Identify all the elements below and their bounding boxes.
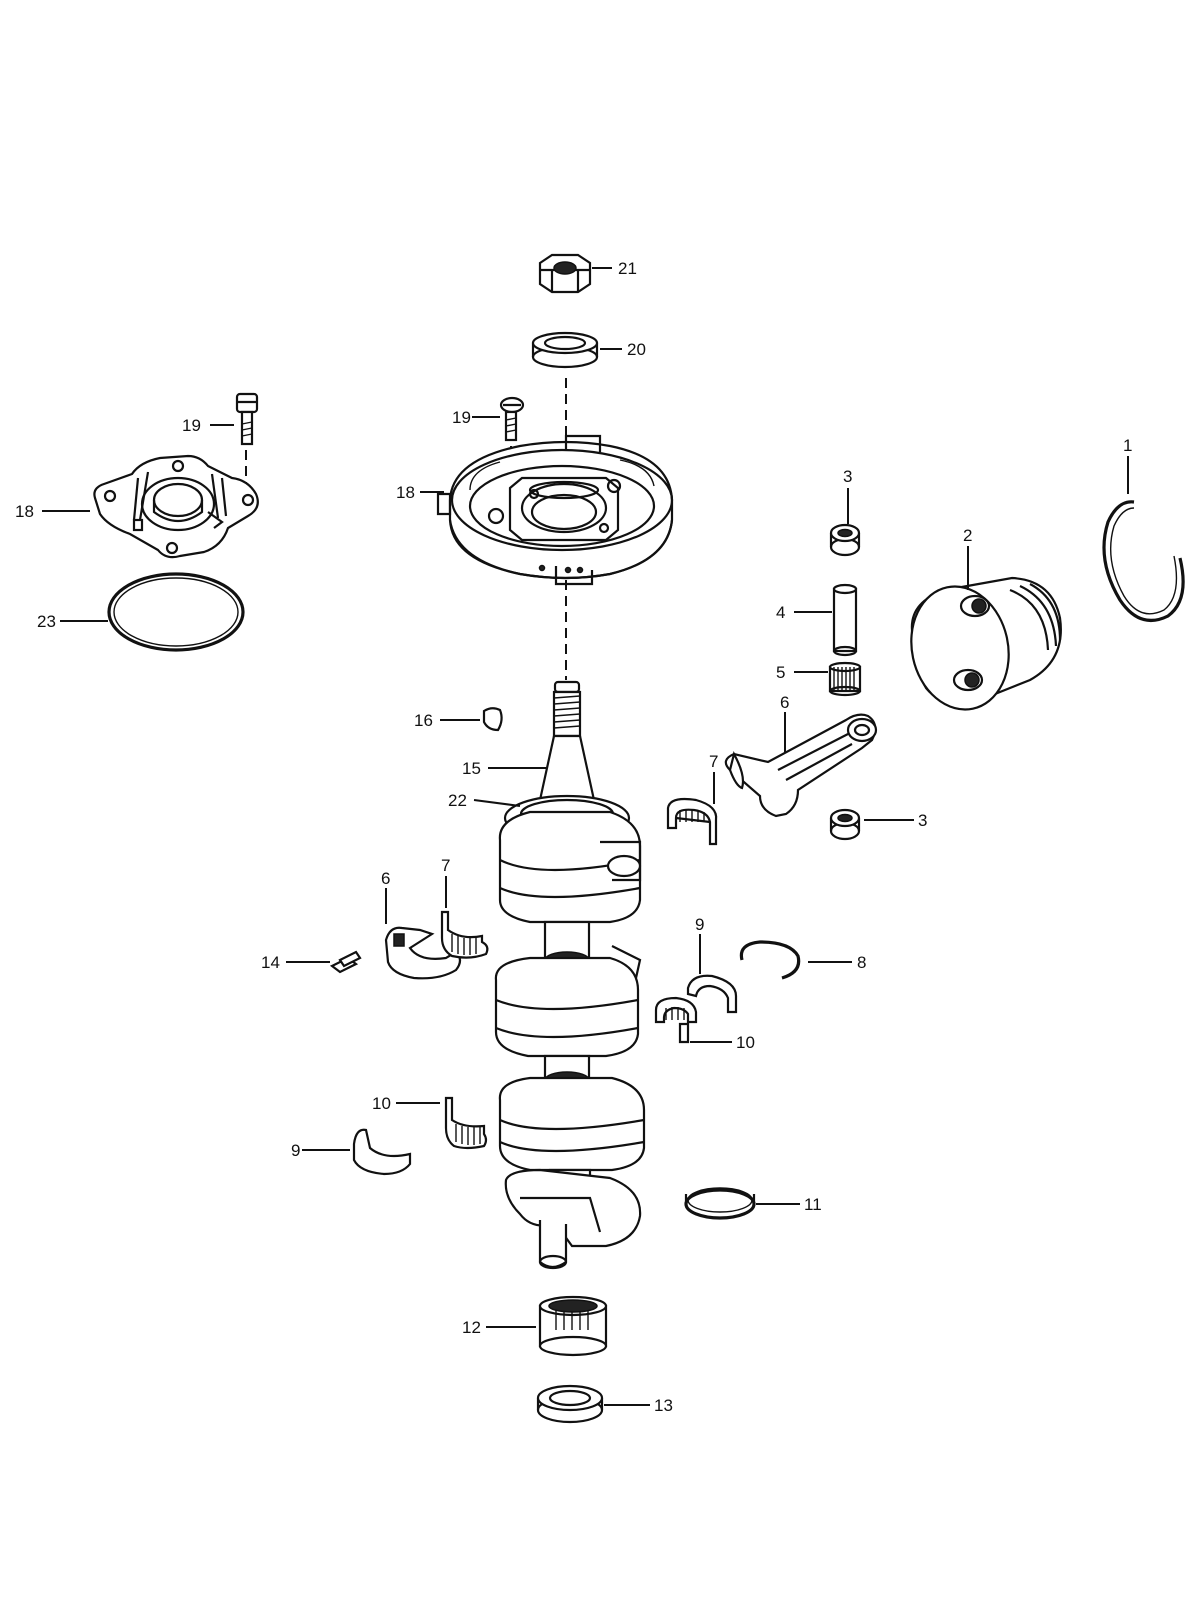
callout-7-left: 7 bbox=[441, 856, 450, 875]
seal-ring-part-11 bbox=[684, 1187, 756, 1220]
seal-part-13 bbox=[536, 1384, 604, 1424]
race-half-part-9-left bbox=[352, 1128, 412, 1176]
race-half-part-9-right bbox=[686, 974, 738, 1014]
leader-lines bbox=[42, 267, 1129, 1406]
retainer-part-3-lower bbox=[829, 808, 861, 841]
roller-bearing-part-12 bbox=[538, 1295, 608, 1357]
callout-18-center: 18 bbox=[396, 483, 415, 502]
callout-16: 16 bbox=[414, 711, 433, 730]
callout-19-center: 19 bbox=[452, 408, 471, 427]
callout-9-left: 9 bbox=[291, 1141, 300, 1160]
woodruff-key-part-16 bbox=[482, 707, 503, 732]
callout-15: 15 bbox=[462, 759, 481, 778]
bearing-half-part-7-left bbox=[440, 910, 489, 959]
bearing-half-part-7-right bbox=[666, 797, 718, 846]
callout-9-right: 9 bbox=[695, 915, 704, 934]
callout-10-left: 10 bbox=[372, 1094, 391, 1113]
stator-plate-part-18-center bbox=[436, 434, 674, 586]
callout-19-left: 19 bbox=[182, 416, 201, 435]
callout-6-cap: 6 bbox=[381, 869, 390, 888]
callout-20: 20 bbox=[627, 340, 646, 359]
needle-bearing-part-5 bbox=[828, 661, 862, 697]
crankshaft-part-15 bbox=[494, 680, 646, 1270]
callout-8: 8 bbox=[857, 953, 866, 972]
callout-3-lower: 3 bbox=[918, 811, 927, 830]
bolt-part-19-left bbox=[235, 392, 259, 446]
callout-2: 2 bbox=[963, 526, 972, 545]
connecting-rod-part-6 bbox=[724, 713, 878, 818]
washer-part-20 bbox=[531, 331, 599, 369]
callout-7-right: 7 bbox=[709, 752, 718, 771]
screw-part-19-center bbox=[499, 396, 525, 442]
callout-labels: 21 20 19 19 18 18 23 3 2 1 4 5 6 3 7 16 … bbox=[15, 259, 1132, 1415]
callout-12: 12 bbox=[462, 1318, 481, 1337]
callout-14: 14 bbox=[261, 953, 280, 972]
callout-13: 13 bbox=[654, 1396, 673, 1415]
retaining-ring-part-8 bbox=[739, 940, 801, 980]
wrist-pin-part-4 bbox=[832, 583, 858, 657]
o-ring-part-23 bbox=[107, 572, 245, 652]
callout-3-upper: 3 bbox=[843, 467, 852, 486]
callout-18-left: 18 bbox=[15, 502, 34, 521]
callout-21: 21 bbox=[618, 259, 637, 278]
callout-22: 22 bbox=[448, 791, 467, 810]
nut-part-21 bbox=[538, 253, 592, 294]
piston-part-2 bbox=[910, 576, 1062, 711]
callout-23: 23 bbox=[37, 612, 56, 631]
bearing-half-part-10-left bbox=[444, 1096, 488, 1150]
bearing-cage-part-18-left bbox=[93, 454, 259, 559]
screw-part-14 bbox=[329, 950, 362, 974]
callout-10-right: 10 bbox=[736, 1033, 755, 1052]
callout-1: 1 bbox=[1123, 436, 1132, 455]
piston-ring-part-1 bbox=[1102, 500, 1185, 622]
callout-11: 11 bbox=[804, 1195, 822, 1214]
callout-4: 4 bbox=[776, 603, 785, 622]
callout-5: 5 bbox=[776, 663, 785, 682]
callout-6-rod: 6 bbox=[780, 693, 789, 712]
bearing-half-part-10-right bbox=[654, 996, 698, 1044]
retainer-part-3-upper bbox=[829, 523, 861, 557]
